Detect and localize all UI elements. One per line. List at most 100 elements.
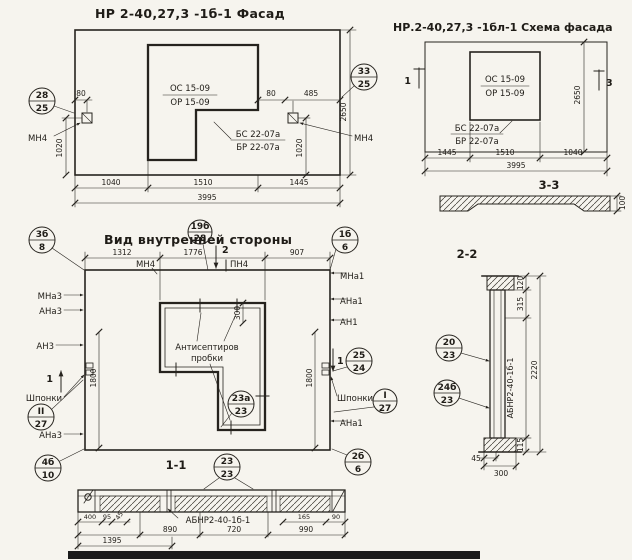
- mn4-right-label: МН4: [354, 134, 373, 144]
- callout-bottom: 23: [443, 351, 456, 361]
- facade-anchors: МН4 МН4: [28, 112, 373, 144]
- dim-990: 990: [299, 525, 314, 534]
- callout-bottom: 25: [36, 104, 49, 114]
- callout-1b-6: 1б 6: [329, 226, 359, 271]
- dim-1776: 1776: [183, 248, 202, 257]
- dim-45-bottom: 45: [114, 510, 125, 521]
- callout-bottom: 28: [194, 234, 207, 244]
- facade-bs-label: БС 22-07а: [236, 130, 280, 140]
- dim-1800-left: 1800: [89, 368, 98, 387]
- facade-dimensions: 80 80 485 1020 1020 2650 1040 1510 1445 …: [55, 26, 357, 208]
- dim-315: 315: [516, 297, 525, 312]
- callout-bottom: 23: [235, 407, 248, 417]
- section-1-1-drawing: АБНР2-40-1б-1 400 95 45 165 90 890 720 9…: [74, 489, 349, 550]
- scheme-section-markers: 1 3: [404, 67, 613, 91]
- section-1-marker-right: 1: [337, 356, 344, 367]
- ana1-label-b: АНа1: [340, 419, 363, 429]
- scheme-br-label: БР 22-07а: [455, 137, 499, 147]
- mn4-left-label: МН4: [28, 134, 47, 144]
- callout-bottom: 8: [39, 243, 45, 253]
- scheme-opening: [469, 51, 541, 121]
- section-1-1-dimensions: 400 95 45 165 90 890 720 990 1395: [74, 510, 349, 550]
- dim-1020-right: 1020: [295, 138, 304, 157]
- shponki-right-label: Шпонки: [337, 394, 373, 404]
- facade-opening-marks: ОС 15-09 ОР 15-09 БС 22-07а БР 22-07а: [162, 84, 286, 153]
- callout-top: 28: [36, 91, 49, 101]
- scheme-os-label: ОС 15-09: [485, 75, 525, 85]
- dim-1445-scheme: 1445: [437, 148, 456, 157]
- callout-23a-23: 23а 23: [220, 390, 255, 428]
- antiseptic-plugs: Антисептиров пробки 300: [175, 298, 270, 435]
- callout-top: 19б: [191, 221, 210, 232]
- callout-2b-6: 2б 6: [331, 448, 372, 476]
- dim-400: 400: [84, 513, 96, 521]
- dim-90: 90: [332, 513, 340, 521]
- mna1-label: МНа1: [340, 272, 364, 282]
- callout-top: I: [383, 391, 386, 401]
- inner-opening-outer: [158, 301, 267, 432]
- callout-II-27: II 27: [27, 379, 84, 431]
- photo-artifact-bar: [68, 551, 480, 559]
- dim-1040-scheme: 1040: [563, 148, 582, 157]
- callout-28-25: 28 25: [28, 87, 75, 115]
- callout-3b-8: 3б 8: [28, 226, 85, 271]
- bottom-flange: [483, 437, 517, 453]
- callout-bottom: 27: [379, 404, 392, 414]
- inner-top-dimensions: 1312 1776 907 2 МН4 ПН4: [81, 245, 334, 301]
- callout-25-24: 25 24: [332, 347, 373, 375]
- callout-top: 23: [221, 457, 234, 467]
- top-flange: [486, 275, 515, 291]
- mna3-label: МНа3: [38, 292, 62, 302]
- dim-80-left: 80: [76, 89, 86, 98]
- callout-top: 25: [353, 351, 366, 361]
- callout-20-23: 20 23: [435, 334, 490, 362]
- callout-top: 33: [358, 67, 371, 77]
- mn4-top-label: МН4: [136, 260, 155, 270]
- facade-title: НР 2-40,27,3 -1б-1 Фасад: [95, 6, 285, 21]
- dim-1445: 1445: [289, 178, 308, 187]
- facade-br-label: БР 22-07а: [236, 143, 280, 153]
- callout-top: 23а: [232, 394, 251, 404]
- callout-top: 20: [443, 338, 456, 348]
- dim-120: 120: [516, 276, 525, 291]
- inner-right-labels: МНа1 АНа1 АН1 1 Шпонки АНа1: [330, 271, 373, 429]
- section-1-1-mark-label: АБНР2-40-1б-1: [186, 516, 251, 526]
- callout-bottom: 23: [221, 470, 234, 480]
- dim-45-section: 45: [471, 454, 481, 463]
- facade-panel: [74, 29, 341, 176]
- pn4-top-label: ПН4: [230, 260, 248, 270]
- an1-label: АН1: [340, 318, 358, 328]
- dim-100: 100: [618, 196, 627, 211]
- callout-bottom: 10: [42, 471, 55, 481]
- dim-300: 300: [233, 306, 242, 321]
- callout-top: II: [38, 407, 45, 417]
- dim-485: 485: [304, 89, 319, 98]
- section-1-marker-left: 1: [46, 374, 53, 385]
- section-3-3-profile: [439, 195, 611, 212]
- dim-3995-scheme: 3995: [506, 161, 525, 170]
- section-2-marker-top: 2: [222, 245, 229, 256]
- ana1-label-a: АНа1: [340, 297, 363, 307]
- facade-os-label: ОС 15-09: [170, 84, 210, 94]
- plugs-label-1: Антисептиров: [175, 343, 238, 353]
- facade-or-label: ОР 15-09: [170, 98, 209, 108]
- section-1-1-title: 1-1: [166, 458, 187, 472]
- section-2-2-dimensions: 120 315 115 2220 45 300: [471, 272, 547, 478]
- callout-top: 4б: [42, 457, 55, 468]
- ana3-label-b: АНа3: [39, 431, 62, 441]
- inner-left-labels: МНа3 АНа3 АН3 1 Шпонки АНа3: [26, 292, 85, 441]
- dim-80-right: 80: [266, 89, 276, 98]
- inner-panel: [84, 269, 331, 451]
- callout-24b-23: 24б 23: [433, 379, 490, 409]
- section-2-2-stem: [489, 289, 506, 439]
- section-3-3-drawing: 3-3 100: [439, 178, 627, 215]
- dim-1510-scheme: 1510: [495, 148, 514, 157]
- facade-drawing: НР 2-40,27,3 -1б-1 Фасад ОС 15-09 ОР 15-…: [28, 6, 378, 208]
- dim-2220: 2220: [530, 360, 539, 379]
- dim-907: 907: [290, 248, 305, 257]
- dim-1800-right: 1800: [305, 368, 314, 387]
- dim-300-section: 300: [494, 469, 509, 478]
- dim-1510: 1510: [193, 178, 212, 187]
- scheme-dimensions: 1445 1510 1040 3995 2650: [421, 38, 611, 177]
